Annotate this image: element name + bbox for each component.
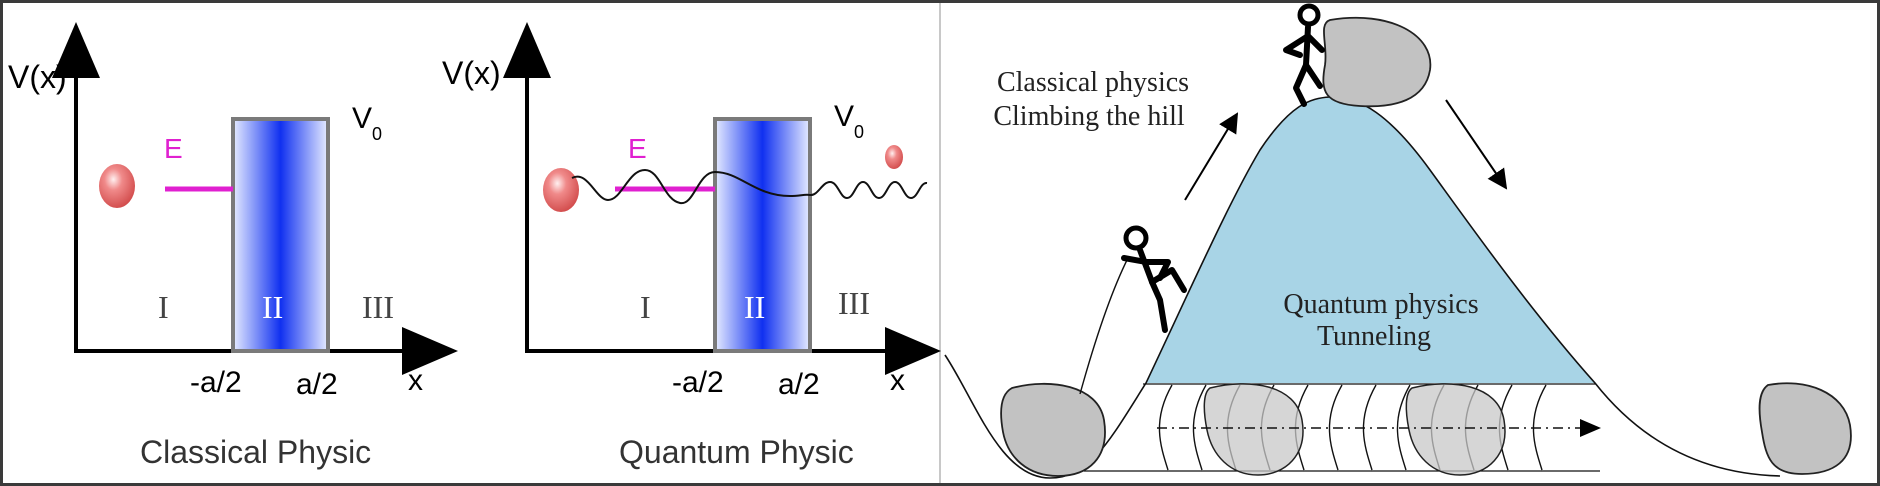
stick-figure-icon (1121, 225, 1187, 333)
arrow-icon (1445, 99, 1508, 190)
classical-panel: V(x) x V0 E I II III -a/2 a/2 Classical … (8, 22, 458, 470)
classical-energy-label: E (164, 133, 183, 164)
boulder-icon (1000, 382, 1106, 477)
classical-caption: Classical Physic (140, 434, 371, 470)
classical-region-2: II (262, 289, 283, 325)
boulder-icon (1203, 383, 1304, 476)
classical-y-axis-label: V(x) (8, 59, 67, 95)
particle-icon (543, 168, 579, 212)
quantum-potential-subscript: 0 (854, 122, 864, 142)
stick-figure-icon (1283, 3, 1325, 107)
quantum-physics-line-1: Quantum physics (1283, 289, 1478, 320)
quantum-region-2: II (744, 289, 765, 325)
boulder-icon (1405, 383, 1506, 476)
quantum-region-3: III (838, 285, 870, 321)
classical-potential-symbol: V (352, 102, 372, 135)
quantum-physics-line-2: Tunneling (1317, 321, 1431, 352)
transmitted-particle-icon (885, 145, 903, 169)
particle-icon (99, 164, 135, 208)
classical-potential-label: V0 (352, 102, 382, 144)
climbing-rope (1079, 257, 1129, 395)
classical-potential-subscript: 0 (372, 124, 382, 144)
quantum-barrier (713, 117, 812, 353)
boulder-icon (1322, 16, 1432, 108)
quantum-x-axis-label: x (890, 364, 905, 397)
arrow-icon (1184, 112, 1239, 201)
quantum-right-edge-label: a/2 (778, 368, 820, 401)
quantum-energy-label: E (628, 133, 647, 164)
hill-panel: Classical physics Climbing the hill Quan… (944, 3, 1852, 479)
hill-shape (1146, 96, 1595, 384)
classical-x-axis-label: x (408, 364, 423, 397)
quantum-y-axis-label: V(x) (442, 55, 501, 91)
quantum-region-1: I (640, 289, 651, 325)
classical-physics-line-1: Classical physics (997, 67, 1189, 98)
classical-left-edge-label: -a/2 (190, 366, 242, 399)
classical-right-edge-label: a/2 (296, 368, 338, 401)
quantum-caption: Quantum Physic (619, 434, 854, 470)
classical-region-3: III (362, 289, 394, 325)
classical-barrier (231, 117, 330, 353)
boulder-icon (1758, 382, 1852, 475)
wave-function-curve (571, 168, 928, 205)
quantum-left-edge-label: -a/2 (672, 366, 724, 399)
classical-region-1: I (158, 289, 169, 325)
quantum-potential-symbol: V (834, 100, 854, 133)
quantum-potential-label: V0 (834, 100, 864, 142)
classical-physics-line-2: Climbing the hill (993, 101, 1185, 132)
quantum-panel: V(x) x V0 E I II III -a/2 a/2 Quantum Ph… (442, 22, 941, 470)
